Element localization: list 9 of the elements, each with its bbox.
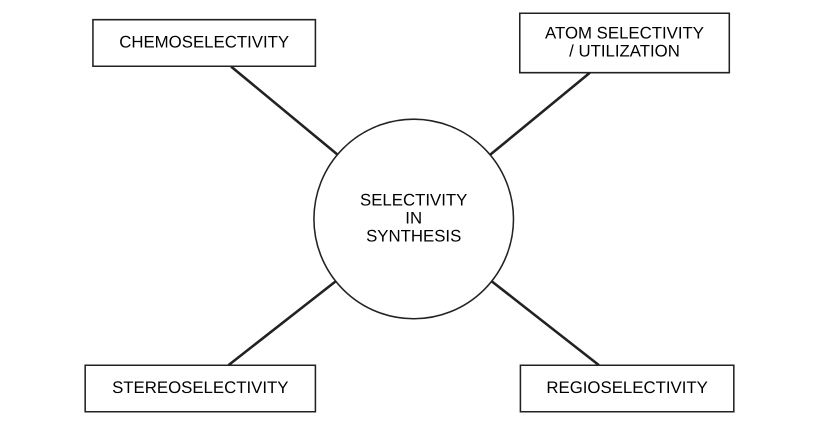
connector bbox=[227, 280, 336, 366]
node-box: CHEMOSELECTIVITY bbox=[92, 18, 316, 68]
connector bbox=[230, 66, 338, 156]
connector bbox=[490, 280, 600, 366]
node-box: ATOM SELECTIVITY / UTILIZATION bbox=[518, 12, 730, 74]
connector bbox=[488, 72, 590, 156]
node-box: STEREOSELECTIVITY bbox=[84, 364, 316, 413]
node-box: REGIOSELECTIVITY bbox=[519, 364, 734, 413]
node-circle: SELECTIVITY IN SYNTHESIS bbox=[312, 118, 514, 320]
